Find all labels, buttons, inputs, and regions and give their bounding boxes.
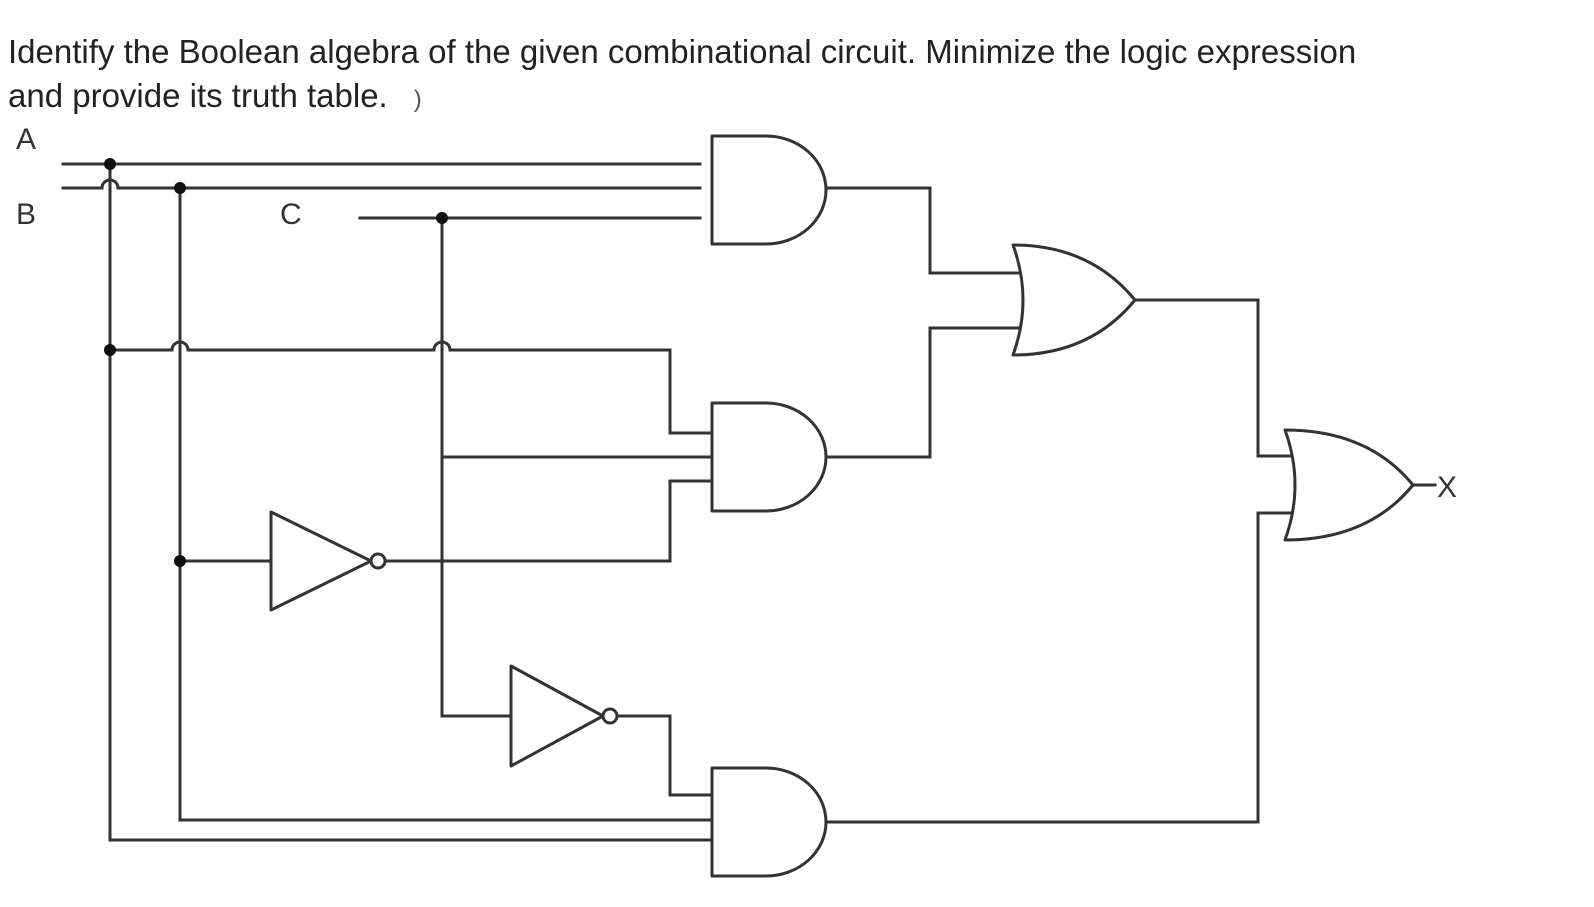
- junction-a-mid: [104, 344, 116, 356]
- question-line-2-text: and provide its truth table.: [8, 77, 388, 114]
- not-gate-c: [509, 664, 605, 768]
- wire-a-to-and2: [108, 340, 714, 435]
- or-gate-1: [1011, 243, 1137, 357]
- junction-a-top: [104, 158, 116, 170]
- or-gate-2: [1283, 428, 1415, 542]
- wire-not-b-to-and2: [384, 479, 714, 563]
- question-text: Identify the Boolean algebra of the give…: [8, 30, 1588, 122]
- input-label-a: A: [16, 123, 36, 156]
- and-gate-1: [710, 134, 828, 246]
- wire-or1-to-or2: [1133, 298, 1292, 458]
- question-line-1: Identify the Boolean algebra of the give…: [8, 33, 1357, 70]
- wire-not-c-to-and3: [616, 714, 714, 797]
- not-gate-b: [269, 510, 373, 612]
- and-gate-2: [710, 401, 828, 513]
- junction-b-mid: [174, 555, 186, 567]
- text-artifact: ): [413, 86, 422, 113]
- junction-c-top: [436, 212, 448, 224]
- wire-and3-to-or2: [824, 511, 1292, 824]
- wire-and1-to-or1: [824, 186, 1020, 275]
- input-line-b: [61, 178, 702, 190]
- input-label-b: B: [16, 198, 36, 231]
- not-gate-b-bubble: [369, 552, 387, 570]
- wire-and2-to-or1: [824, 326, 1020, 459]
- output-label-x: X: [1437, 471, 1457, 504]
- junction-b-top: [174, 182, 186, 194]
- and-gate-3: [710, 766, 828, 878]
- not-gate-c-bubble: [601, 707, 619, 725]
- input-label-c: C: [280, 198, 302, 231]
- question-line-2: and provide its truth table.): [8, 74, 1588, 122]
